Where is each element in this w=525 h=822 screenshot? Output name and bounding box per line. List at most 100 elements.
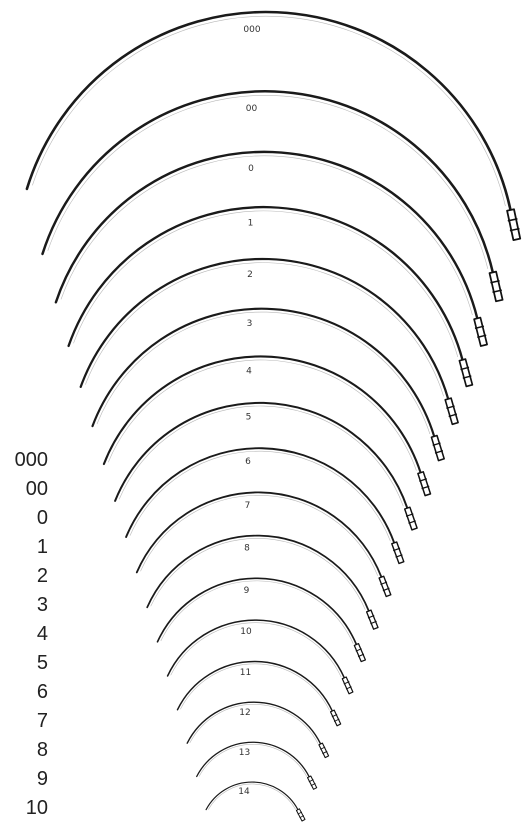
needle-7: 7 xyxy=(135,491,392,598)
size-label-0: 0 xyxy=(37,507,48,529)
needle-inner-line-10 xyxy=(170,622,342,678)
needle-eye-bar xyxy=(380,581,388,586)
needle-3: 3 xyxy=(91,307,445,462)
needle-eye-bar xyxy=(382,587,390,592)
needle-eye-bar xyxy=(421,485,430,490)
needle-arc-14 xyxy=(205,781,299,811)
needle-eye-bar xyxy=(331,713,338,718)
size-label-7: 7 xyxy=(37,710,48,732)
needle-inner-line-7 xyxy=(140,495,378,576)
needle-size-label-2: 2 xyxy=(247,270,253,280)
needle-size-label-5: 5 xyxy=(246,412,252,422)
needle-arc-2 xyxy=(79,257,450,401)
size-label-8: 8 xyxy=(37,739,48,761)
needle-size-label-14: 14 xyxy=(238,787,250,797)
needle-arc-9 xyxy=(156,577,358,646)
needle-size-label-13: 13 xyxy=(239,748,250,758)
size-label-4: 4 xyxy=(37,623,48,645)
needle-inner-line-0 xyxy=(60,155,473,316)
needle-arc-12 xyxy=(186,701,322,745)
needle-size-label-10: 10 xyxy=(240,627,252,637)
needle-arc-5 xyxy=(114,401,409,510)
needle-eye-bar xyxy=(345,686,352,690)
needle-eye-bar xyxy=(333,718,340,722)
needle-4: 4 xyxy=(102,355,432,497)
needle-2: 2 xyxy=(79,257,459,426)
size-label-5: 5 xyxy=(37,652,48,674)
needle-eye-bar xyxy=(490,279,500,284)
needle-eye-bar xyxy=(357,653,365,658)
needle-eye-bar xyxy=(367,614,375,619)
needle-eye-0 xyxy=(473,316,488,347)
needle-eye-13 xyxy=(306,775,318,790)
needle-arc-10 xyxy=(166,619,346,679)
needle-arc-11 xyxy=(176,660,334,712)
needle-size-label-00: 00 xyxy=(246,104,258,114)
needle-eye-000 xyxy=(506,208,522,241)
needle-eye-5 xyxy=(403,506,418,531)
needle-eye-bar xyxy=(460,366,470,371)
needle-eye-bar xyxy=(395,554,403,558)
needle-6: 6 xyxy=(125,447,405,565)
needle-inner-line-9 xyxy=(160,580,354,644)
needle-inner-line-6 xyxy=(129,450,391,542)
needle-eye-9 xyxy=(353,642,367,663)
needle-arc-000 xyxy=(25,10,512,212)
needle-arc-3 xyxy=(91,307,436,438)
needle-inner-line-2 xyxy=(85,262,444,397)
needle-arc-1 xyxy=(67,205,464,362)
needle-5: 5 xyxy=(114,401,418,531)
size-label-000: 000 xyxy=(15,449,48,471)
needle-eye-bar xyxy=(297,811,303,815)
size-labels-column: 000 00 0 1 2 3 4 5 6 7 8 9 10 xyxy=(15,449,48,819)
needle-eye-bar xyxy=(405,513,414,517)
needle-size-label-8: 8 xyxy=(244,544,250,554)
needle-14: 14 xyxy=(205,781,306,822)
needle-eye-bar xyxy=(462,375,472,379)
needle-eye-4 xyxy=(417,471,432,497)
needle-9: 9 xyxy=(156,577,367,663)
needle-size-label-12: 12 xyxy=(239,708,250,718)
needle-arc-13 xyxy=(196,741,310,778)
size-label-00: 00 xyxy=(26,478,48,500)
size-label-6: 6 xyxy=(37,681,48,703)
needle-size-label-000: 000 xyxy=(243,25,260,35)
needle-inner-line-3 xyxy=(96,311,431,435)
size-label-2: 2 xyxy=(37,565,48,587)
needle-eye-bar xyxy=(432,442,441,447)
needle-1: 1 xyxy=(67,205,474,388)
needle-eye-7 xyxy=(378,575,392,598)
needle-inner-line-4 xyxy=(108,359,417,471)
needle-000: 000 xyxy=(25,10,522,241)
needle-eye-bar xyxy=(507,218,518,222)
needle-eye-bar xyxy=(434,450,444,454)
needle-eye-bar xyxy=(343,681,350,685)
needle-eye-bar xyxy=(446,405,455,409)
needle-inner-line-5 xyxy=(118,405,404,507)
needle-arc-6 xyxy=(125,447,396,544)
needle-eye-00 xyxy=(488,270,504,303)
needle-eye-bar xyxy=(474,325,485,330)
needle-eye-6 xyxy=(391,541,405,565)
needle-eye-8 xyxy=(365,609,379,630)
needle-arc-0 xyxy=(54,150,479,320)
needle-00: 00 xyxy=(41,90,504,303)
needle-eye-bar xyxy=(355,648,362,652)
needle-inner-line-8 xyxy=(150,538,366,610)
needle-size-label-0: 0 xyxy=(248,164,254,174)
needle-inner-line-13 xyxy=(198,744,308,777)
needle-size-label-6: 6 xyxy=(245,457,251,467)
needle-eye-bar xyxy=(392,547,401,552)
needle-arc-4 xyxy=(102,355,422,474)
needle-size-label-3: 3 xyxy=(247,319,253,329)
needle-eye-3 xyxy=(430,434,445,462)
needle-size-label-4: 4 xyxy=(246,367,252,377)
size-label-1: 1 xyxy=(37,536,48,558)
needle-eye-bar xyxy=(509,227,520,232)
needle-eye-1 xyxy=(458,358,474,388)
needle-eye-12 xyxy=(318,742,330,759)
needle-arc-8 xyxy=(146,534,370,612)
needle-size-label-1: 1 xyxy=(248,219,254,229)
